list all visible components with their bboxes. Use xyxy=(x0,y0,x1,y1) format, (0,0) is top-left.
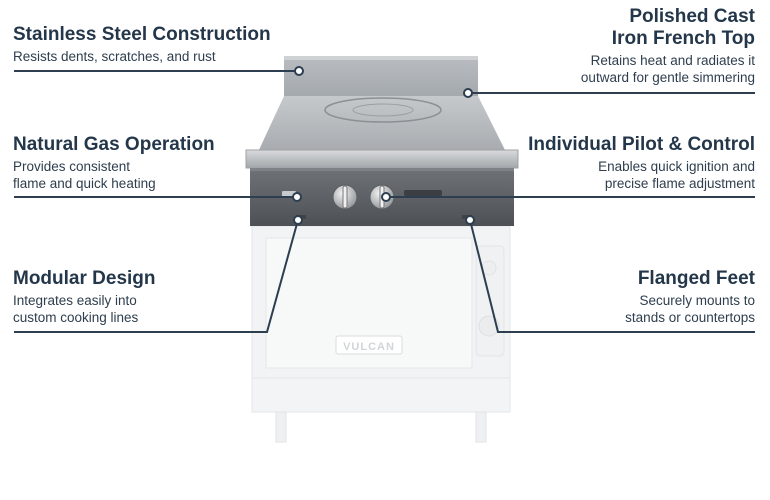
callout-desc-line-2: outward for gentle simmering xyxy=(580,70,755,85)
french-top-surface xyxy=(258,96,506,152)
callout-flanged-feet: Flanged Feet Securely mounts to stands o… xyxy=(515,268,755,326)
callout-title-line-2: Iron French Top xyxy=(611,28,755,49)
callout-stainless-steel: Stainless Steel Construction Resists den… xyxy=(13,24,303,65)
callout-pilot-control: Individual Pilot & Control Enables quick… xyxy=(455,134,755,192)
callout-desc-line-1: Provides consistent xyxy=(13,159,131,174)
leader-dots xyxy=(292,66,475,225)
callout-desc: Resists dents, scratches, and rust xyxy=(13,49,216,64)
callout-title: Natural Gas Operation xyxy=(13,134,215,155)
leader-modular xyxy=(14,219,299,333)
callout-title-line-1: Polished Cast xyxy=(629,6,755,27)
callout-desc-line-2: custom cooking lines xyxy=(13,310,139,325)
callout-desc-line-1: Enables quick ignition and xyxy=(598,159,755,174)
callout-title: Stainless Steel Construction xyxy=(13,24,271,45)
callout-desc-line-1: Retains heat and radiates it xyxy=(590,53,755,68)
callout-desc-line-2: stands or countertops xyxy=(625,310,755,325)
callout-desc-line-1: Integrates easily into xyxy=(13,293,137,308)
leader-feet xyxy=(469,219,755,333)
callout-title: Modular Design xyxy=(13,268,156,289)
callout-natural-gas: Natural Gas Operation Provides consisten… xyxy=(13,134,273,192)
callout-title: Flanged Feet xyxy=(637,268,755,289)
callout-french-top: Polished Cast Iron French Top Retains he… xyxy=(495,6,755,86)
callout-desc-line-2: precise flame adjustment xyxy=(604,176,755,191)
callout-desc-line-1: Securely mounts to xyxy=(639,293,755,308)
callout-desc-line-2: flame and quick heating xyxy=(13,176,156,191)
leader-lines xyxy=(14,70,755,333)
control-knob-left[interactable] xyxy=(332,184,358,210)
brand-badge: VULCAN xyxy=(343,341,395,353)
french-top-ring xyxy=(324,97,442,123)
callout-title: Individual Pilot & Control xyxy=(528,134,755,155)
callout-modular-design: Modular Design Integrates easily into cu… xyxy=(13,268,253,326)
oven-base xyxy=(251,225,511,443)
